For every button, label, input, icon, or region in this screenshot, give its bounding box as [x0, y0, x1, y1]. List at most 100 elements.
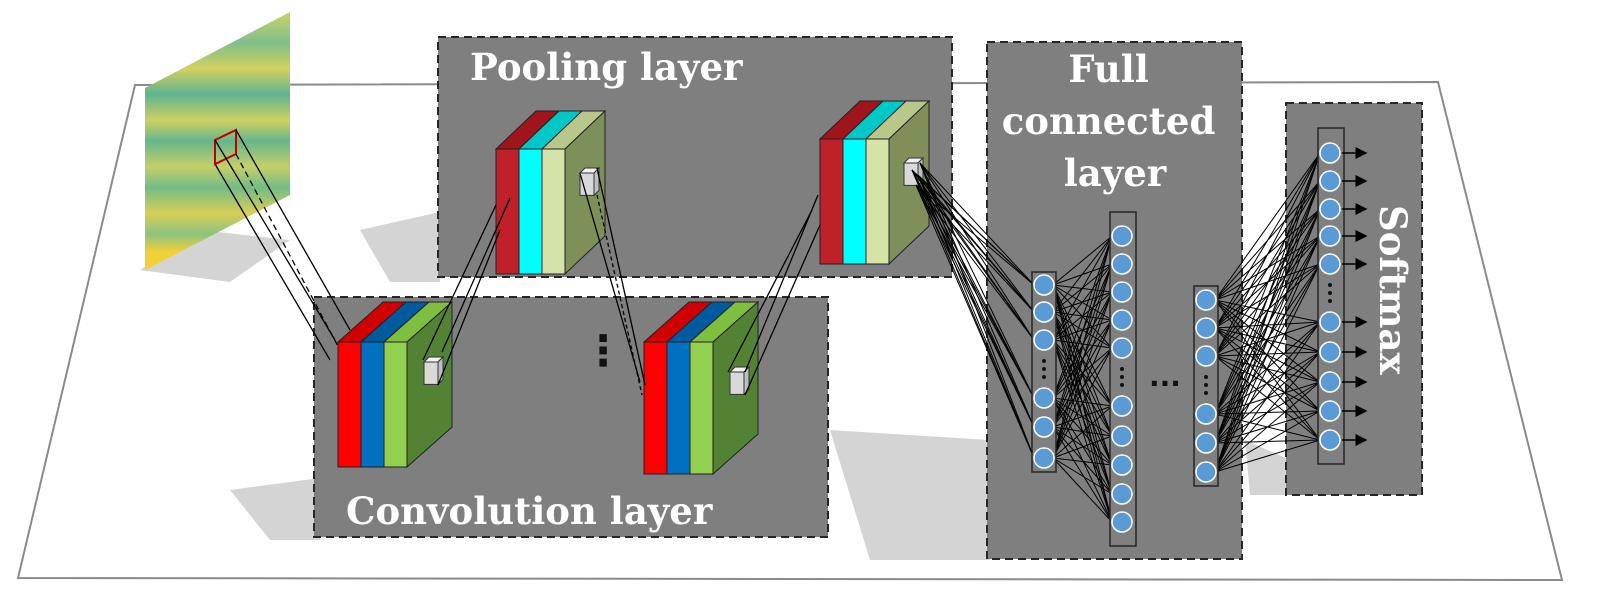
- connection-line: [1052, 263, 1113, 341]
- softmax-output-arrows: [1342, 147, 1368, 446]
- neuron: [1319, 311, 1341, 333]
- ellipsis-dot: [1204, 375, 1208, 379]
- neuron: [1111, 454, 1133, 476]
- connection-line: [1214, 152, 1321, 329]
- ellipsis-dot: [1042, 375, 1046, 379]
- connection-line: [1052, 457, 1113, 466]
- connection-line: [1052, 235, 1113, 341]
- ellipsis-dot: [1204, 391, 1208, 395]
- connection-line: [1052, 235, 1113, 313]
- kernel-cube: [422, 355, 445, 386]
- neuron: [1319, 341, 1341, 363]
- connection-line: [1052, 426, 1113, 495]
- full-connected-label-line1: Full: [1068, 47, 1149, 91]
- slab-front: [518, 148, 543, 275]
- connection-line: [1052, 235, 1113, 286]
- connection-line: [915, 184, 1035, 341]
- connection-line: [1214, 208, 1321, 473]
- fully-connected-lines: [911, 152, 1321, 523]
- neuron: [1033, 416, 1055, 438]
- neuron: [1319, 253, 1341, 275]
- ellipsis-dot: [1120, 383, 1124, 387]
- connection-line: [1214, 180, 1321, 357]
- neuron: [1319, 198, 1341, 220]
- neuron: [1111, 309, 1133, 331]
- connection-line: [1052, 435, 1113, 459]
- connection-line: [919, 162, 1035, 313]
- slab-front: [865, 138, 890, 265]
- connection-line: [915, 184, 1035, 313]
- connection-line: [1214, 152, 1321, 473]
- connection-line: [1052, 347, 1113, 428]
- connection-line: [1052, 426, 1113, 466]
- conv-ellipsis: ⋮: [582, 326, 624, 375]
- conv-block-1: [336, 300, 454, 469]
- neuron: [1195, 317, 1217, 339]
- neuron: [1033, 447, 1055, 469]
- cube-front: [423, 361, 439, 385]
- connection-line: [911, 169, 1035, 286]
- ellipsis-dot: [1204, 383, 1208, 387]
- neuron: [1033, 387, 1055, 409]
- connection-line: [1052, 457, 1113, 523]
- connection-line: [919, 162, 1035, 286]
- connection-line: [1214, 235, 1321, 473]
- pooling-layer-label: Pooling layer: [470, 45, 743, 89]
- connection-line: [1214, 152, 1321, 301]
- neuron: [1319, 371, 1341, 393]
- connection-line: [911, 169, 1035, 313]
- slab-front: [383, 341, 408, 468]
- connection-line: [1214, 321, 1321, 473]
- neuron: [1111, 425, 1133, 447]
- kernel-cube: [728, 365, 751, 396]
- slab-front: [643, 341, 668, 475]
- connection-line: [1052, 319, 1113, 428]
- connection-line: [1052, 405, 1113, 428]
- slab-front: [360, 341, 385, 468]
- ellipsis-dot: [1042, 367, 1046, 371]
- connection-line: [1214, 263, 1321, 357]
- svg-text:Full connected lay: Full connected layer: [1002, 47, 1228, 195]
- connection-line: [1214, 351, 1321, 473]
- neuron: [1111, 281, 1133, 303]
- connection-line: [1214, 235, 1321, 357]
- connection-line: [1214, 180, 1321, 473]
- ellipsis-dot: [1328, 299, 1332, 303]
- conv-block-2: [642, 300, 760, 476]
- neuron: [1111, 483, 1133, 505]
- connection-line: [1214, 410, 1321, 473]
- connection-line: [911, 169, 1035, 459]
- neuron: [1033, 329, 1055, 351]
- neuron: [1319, 225, 1341, 247]
- neuron: [1319, 170, 1341, 192]
- neuron: [1195, 289, 1217, 311]
- input-to-conv-lines: [214, 129, 351, 361]
- slab-front: [337, 341, 362, 468]
- block-connection-lines: [422, 167, 821, 396]
- cube-front: [579, 172, 595, 196]
- slab-front: [819, 138, 844, 265]
- shadows: [140, 212, 1290, 560]
- ellipsis-dot: [1120, 375, 1124, 379]
- ellipsis-dot: [1120, 367, 1124, 371]
- connection-line: [1214, 263, 1321, 473]
- slab-front: [689, 341, 714, 475]
- connection-line: [919, 162, 1035, 341]
- neuron: [1111, 253, 1133, 275]
- convolution-layer-label: Convolution layer: [346, 489, 713, 533]
- connection-line: [1052, 235, 1113, 459]
- cube-side: [437, 355, 444, 386]
- connection-line: [1214, 152, 1321, 415]
- ellipsis-dot: [1328, 283, 1332, 287]
- full-connected-label-line2: connected: [1002, 99, 1216, 143]
- neuron: [1111, 395, 1133, 417]
- ellipsis-dot: [1042, 359, 1046, 363]
- connection-line: [1214, 381, 1321, 473]
- connection-line: [1052, 405, 1113, 459]
- connection-line: [1214, 439, 1321, 473]
- connection-line: [911, 169, 1035, 428]
- slab-front: [666, 341, 691, 475]
- slab-front: [842, 138, 867, 265]
- connection-line: [1052, 426, 1113, 523]
